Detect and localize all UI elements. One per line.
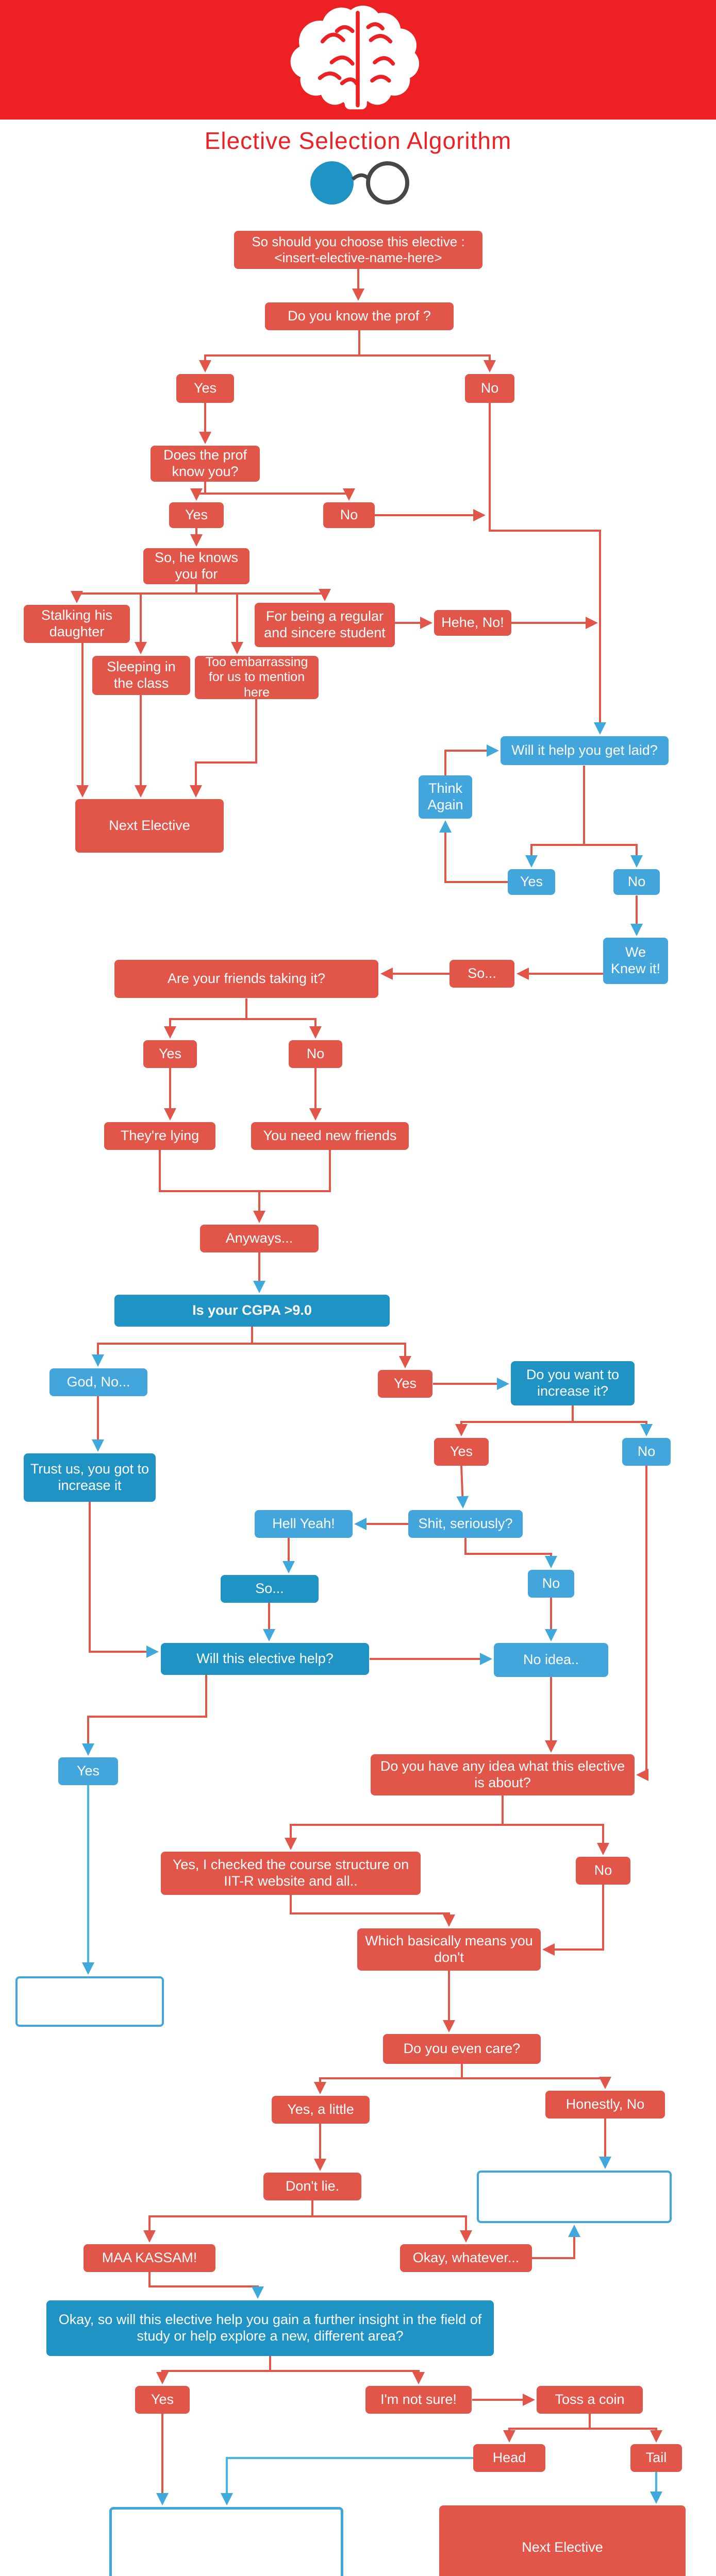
brain-icon [290,5,420,110]
node-q-known-for: So, he knows you for [143,548,249,584]
node-q-prof-knows-you: Does the prof know you? [151,446,260,482]
node-q-cgpa: Is your CGPA >9.0 [114,1295,390,1327]
node-not-sure: I'm not sure! [365,2386,472,2414]
node-embarrassing: Too embarrassing for us to mention here [195,655,319,700]
node-yes-help: Yes [58,1757,118,1785]
node-no-laid: No [613,869,660,895]
header-banner [0,0,716,120]
node-no-1: No [465,374,514,403]
node-regular-student: For being a regular and sincere student [255,603,395,647]
node-q-know-prof: Do you know the prof ? [265,302,454,330]
node-take-it-1: Take it! [15,1976,164,2027]
node-q-any-idea: Do you have any idea what this elective … [371,1754,635,1795]
node-take-it-final: Take it! [109,2507,343,2576]
node-basically-dont: Which basically means you don't [357,1928,541,1971]
node-yes-3: Yes [143,1040,197,1068]
node-q-care: Do you even care? [383,2034,541,2064]
node-head: Head [473,2444,545,2472]
node-anyways: Anyways... [200,1225,319,1252]
node-q-insight: Okay, so will this elective help you gai… [46,2300,494,2356]
node-honestly-no: Honestly, No [545,2091,665,2119]
node-take-it-2: Take it. It doesn't matter anyway [477,2171,672,2223]
node-q-get-laid: Will it help you get laid? [501,736,669,765]
node-maa-kassam: MAA KASSAM! [84,2244,215,2272]
node-god-no: God, No... [49,1368,147,1396]
glasses-icon [310,161,409,205]
node-yes-little: Yes, a little [272,2096,370,2124]
node-okay-whatever: Okay, whatever... [400,2244,532,2272]
node-we-knew-it: We Knew it! [603,938,668,984]
node-no-6: No [576,1857,630,1885]
node-dont-lie: Don't lie. [263,2173,361,2200]
node-yes-laid: Yes [508,869,555,895]
node-trust-us: Trust us, you got to increase it [24,1453,156,1502]
node-q-elective-help: Will this elective help? [161,1643,369,1675]
page-title: Elective Selection Algorithm [204,127,512,154]
node-no-4: No [622,1438,671,1466]
node-yes-2: Yes [169,502,224,528]
node-q-increase: Do you want to increase it? [511,1361,635,1405]
node-no-2: No [323,502,375,528]
node-start: So should you choose this elective : <in… [234,231,482,269]
node-yes-1: Yes [176,374,234,403]
node-no-3: No [289,1040,342,1068]
node-theyre-lying: They're lying [104,1122,215,1150]
node-yes-4: Yes [378,1370,432,1398]
node-hell-yeah: Hell Yeah! [255,1510,353,1538]
node-no-5: No [528,1570,574,1598]
node-next-elective-final: Next Elective [439,2505,686,2576]
node-sleeping: Sleeping in the class [92,656,190,695]
node-q-friends: Are your friends taking it? [114,960,378,998]
node-think-again: Think Again [419,775,472,819]
node-yes-5: Yes [434,1438,489,1466]
node-toss-coin: Toss a coin [537,2386,643,2414]
node-tail: Tail [630,2444,682,2472]
node-so-1: So... [449,960,514,988]
node-so-2: So... [221,1575,319,1603]
node-checked-structure: Yes, I checked the course structure on I… [161,1852,421,1895]
node-no-idea: No idea.. [494,1643,608,1677]
node-yes-6: Yes [135,2386,190,2414]
node-new-friends: You need new friends [251,1122,409,1150]
node-hehe-no: Hehe, No! [434,610,511,636]
node-stalking: Stalking his daughter [24,605,130,643]
node-next-elective-1: Next Elective [75,799,224,853]
node-shit-seriously: Shit, seriously? [408,1510,523,1538]
